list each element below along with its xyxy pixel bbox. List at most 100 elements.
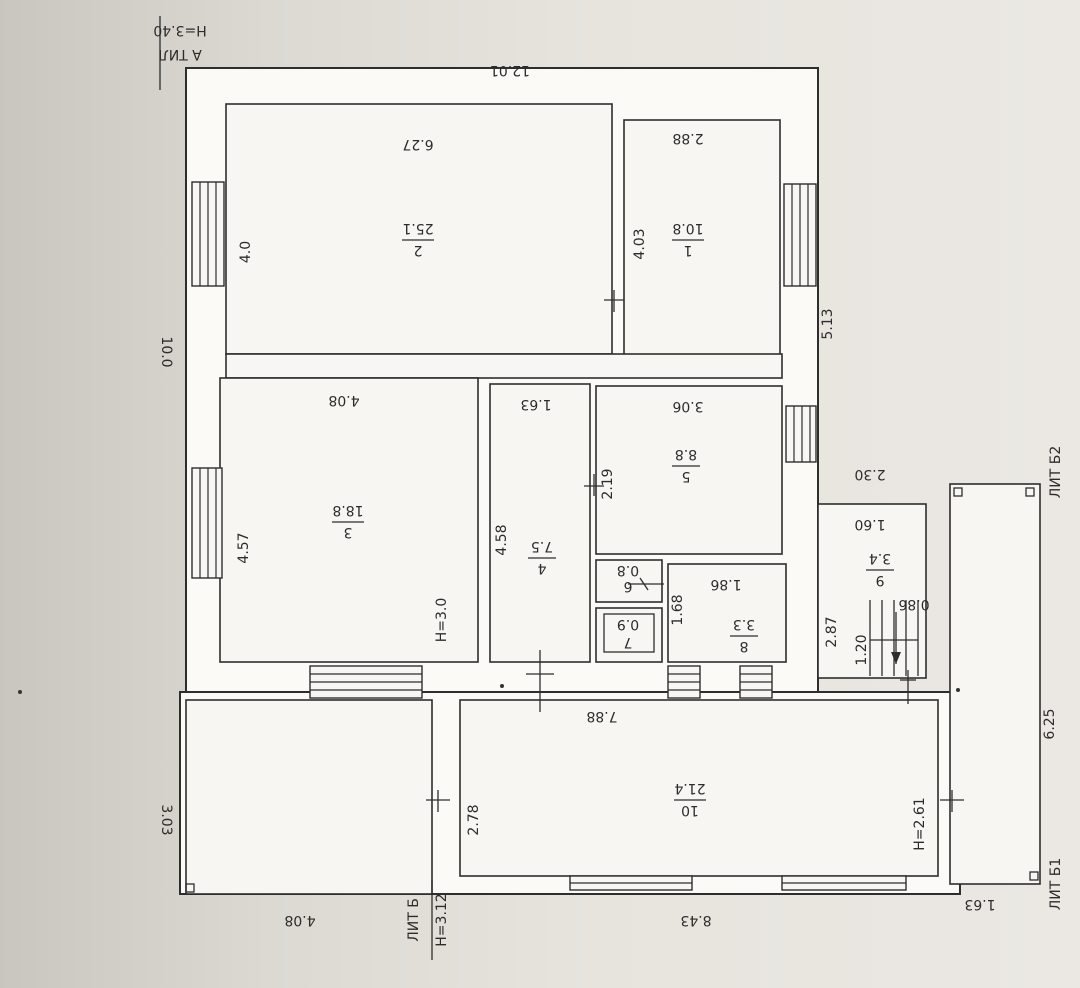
room-8-width: 1.68 (670, 594, 686, 625)
room-4 (489, 383, 591, 663)
dim-right-a: 5.13 (820, 308, 836, 339)
room-area: 25.1 (402, 220, 433, 236)
room-5-length: 3.06 (672, 398, 703, 414)
dim-top-total: 12.01 (490, 62, 530, 78)
room-10 (459, 699, 939, 877)
room-5-label: 5 8.8 (672, 446, 700, 484)
section-label-a: А ТИЛ H=3.40 (153, 22, 206, 62)
room-9-length: 1.60 (854, 516, 885, 532)
corner-mark (1025, 487, 1035, 497)
room-10-width: 2.78 (466, 804, 482, 835)
dim-left-a: 10.0 (158, 336, 174, 367)
window (309, 665, 423, 699)
ink-dot (500, 684, 504, 688)
room-1-label: 1 10.8 (672, 220, 704, 258)
room-9 (817, 503, 927, 679)
room-10-length: 7.88 (586, 708, 617, 724)
room-10-label: 10 21.4 (674, 780, 706, 818)
dim-bottom-b: 8.43 (680, 912, 711, 928)
room-2 (225, 103, 613, 355)
corner-mark (1029, 871, 1039, 881)
window (739, 665, 773, 699)
room-area: 8.8 (675, 446, 697, 462)
room-area: 3.3 (733, 616, 755, 632)
dim-left-b: 3.03 (158, 804, 174, 835)
room-area: 0.8 (617, 562, 639, 578)
room-number: 3 (344, 524, 353, 540)
room-area: 0.9 (617, 616, 639, 632)
ink-dot (18, 690, 22, 694)
corner-mark (185, 883, 195, 893)
room-3-height: H=3.0 (434, 598, 450, 643)
stairs (869, 600, 919, 676)
room-9-label: 9 3.4 (866, 550, 894, 588)
window (781, 875, 907, 891)
room-number: 5 (682, 468, 691, 484)
section-a-title: А ТИЛ (158, 46, 202, 62)
room-9-extra: 0.86 (898, 596, 929, 612)
section-b2-label: ЛИТ Б2 (1048, 446, 1064, 499)
section-b-height: H=3.12 (434, 893, 450, 946)
room-4-label: 4 7.5 (528, 538, 556, 576)
room-1-width: 4.03 (632, 228, 648, 259)
room-3-length: 4.08 (328, 392, 359, 408)
room-7-inner (603, 613, 655, 653)
room-4-length: 1.63 (520, 396, 551, 412)
room-2-label: 2 25.1 (402, 220, 434, 258)
room-6 (595, 559, 663, 603)
window (783, 183, 817, 287)
room-2-length: 6.27 (402, 136, 433, 152)
arrow-down-icon (891, 652, 901, 664)
room-1-length: 2.88 (672, 130, 703, 146)
room-5 (595, 385, 783, 555)
room-9-width: 2.87 (824, 616, 840, 647)
dim-bottom-left: 4.08 (284, 912, 315, 928)
room-number: 7 (624, 634, 633, 650)
porch-b2 (949, 483, 1041, 885)
dim-bottom-corner: 1.63 (964, 896, 995, 912)
window (191, 181, 225, 287)
section-label-b: ЛИТ Б H=3.12 (406, 893, 450, 946)
corner-mark (953, 487, 963, 497)
room-area: 18.8 (332, 502, 363, 518)
room-8 (667, 563, 787, 663)
window (785, 405, 817, 463)
room-8-label: 8 3.3 (730, 616, 758, 654)
room-number: 1 (684, 242, 693, 258)
section-b1-label: ЛИТ Б1 (1048, 858, 1064, 911)
dim-right-mid: 2.30 (854, 466, 885, 482)
room-4-width: 4.58 (494, 524, 510, 555)
room-number: 6 (623, 578, 632, 594)
room-area: 10.8 (672, 220, 703, 236)
window (667, 665, 701, 699)
ink-dot (956, 688, 960, 692)
window (191, 467, 223, 579)
room-3 (219, 377, 479, 663)
room-number: 4 (537, 560, 546, 576)
room-10-height: H=2.61 (912, 797, 928, 850)
room-2-width: 4.0 (238, 241, 254, 263)
room-area: 7.5 (531, 538, 553, 554)
room-number: 9 (876, 572, 885, 588)
room-3-width: 4.57 (236, 532, 252, 563)
dim-right-b: 6.25 (1042, 708, 1058, 739)
room-7 (595, 607, 663, 663)
room-number: 2 (414, 242, 423, 258)
room-9-stair-width: 1.20 (854, 634, 870, 665)
room-number: 8 (740, 638, 749, 654)
room-8-length: 1.86 (710, 576, 741, 592)
door-marks (426, 290, 964, 812)
partition (225, 353, 783, 379)
room-area: 3.4 (869, 550, 891, 566)
room-6-label: 6 0.8 (617, 562, 639, 594)
room-b-left (185, 699, 433, 895)
section-b-title: ЛИТ Б (406, 898, 422, 942)
section-a-height: H=3.40 (153, 22, 206, 38)
room-7-label: 7 0.9 (617, 616, 639, 650)
room-5-width: 2.19 (600, 468, 616, 499)
room-3-label: 3 18.8 (332, 502, 364, 540)
window (569, 875, 693, 891)
room-area: 21.4 (674, 780, 705, 796)
room-number: 10 (681, 802, 699, 818)
